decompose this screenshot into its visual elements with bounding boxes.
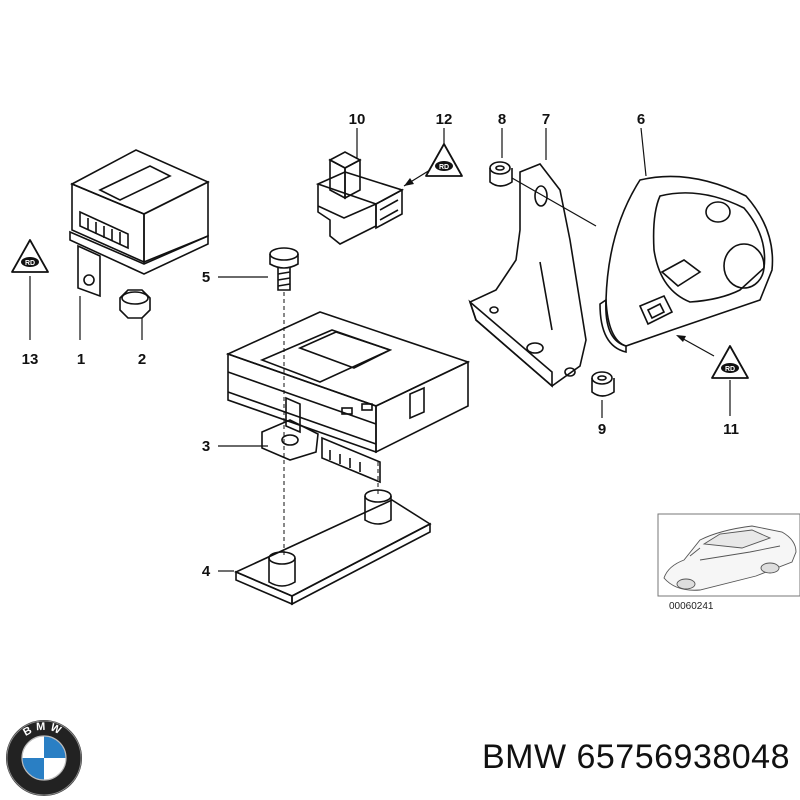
- callout-9: 9: [598, 421, 606, 438]
- brand-name: BMW: [481, 738, 567, 776]
- mounting-plate-part: [234, 489, 432, 606]
- callout-5: 5: [202, 269, 210, 286]
- callout-6: 6: [637, 111, 645, 128]
- assembly-line: [511, 177, 597, 227]
- callout-11: 11: [723, 421, 739, 438]
- part-caption: BMW 65756938048: [410, 738, 790, 777]
- car-outline-icon: [663, 525, 797, 591]
- siren-part: [599, 175, 774, 354]
- svg-text:RD: RD: [25, 260, 35, 267]
- callout-13: 13: [22, 351, 39, 368]
- svg-text:RD: RD: [725, 366, 735, 373]
- switch-part: [315, 151, 405, 245]
- callout-2: 2: [138, 351, 146, 368]
- callout-7: 7: [542, 111, 550, 128]
- warning-label-icon: RD: [711, 345, 749, 379]
- callout-3: 3: [202, 438, 210, 455]
- callout-1: 1: [77, 351, 85, 368]
- warning-label-icon: RD: [425, 143, 463, 177]
- bracket-part: [468, 161, 615, 397]
- screw-part: [269, 247, 299, 291]
- part-number: 65756938048: [576, 738, 790, 776]
- control-module-part: [225, 311, 471, 484]
- svg-text:RD: RD: [439, 164, 449, 171]
- callout-10: 10: [349, 111, 366, 128]
- vehicle-reference-thumbnail: 00060241: [657, 513, 800, 612]
- leader-line: [640, 127, 647, 177]
- bmw-logo: BMW: [6, 720, 82, 796]
- relay-box-part: [69, 149, 210, 319]
- reference-code: 00060241: [669, 601, 714, 612]
- warning-label-icon: RD: [11, 239, 49, 273]
- callout-12: 12: [436, 111, 453, 128]
- callout-8: 8: [498, 111, 506, 128]
- callout-4: 4: [202, 563, 211, 580]
